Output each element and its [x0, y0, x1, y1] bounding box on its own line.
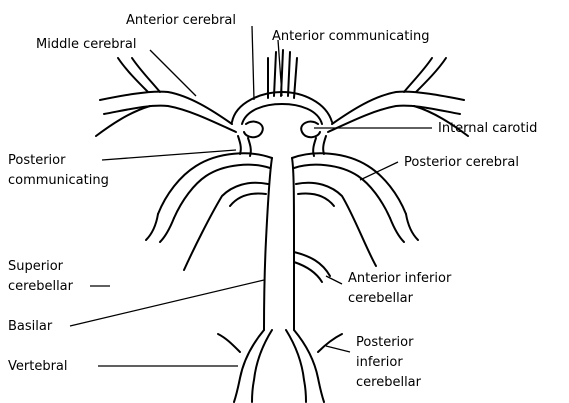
label-anterior-inferior-cerebellar-line1: Anterior inferior: [348, 271, 452, 286]
leader-posterior-communicating: [102, 150, 236, 160]
leader-basilar: [70, 280, 264, 326]
label-posterior-communicating-line1: Posterior: [8, 153, 66, 168]
posterior-inferior-cerebellar-arteries: [218, 334, 342, 352]
basilar-artery: [264, 158, 294, 330]
leader-anterior-inferior-cerebellar: [326, 276, 342, 284]
anterior-inferior-cerebellar-arteries: [294, 252, 330, 282]
leader-anterior-cerebral: [252, 26, 254, 100]
label-vertebral: Vertebral: [8, 359, 68, 374]
posterior-cerebral-arteries: [146, 153, 418, 242]
label-anterior-cerebral: Anterior cerebral: [126, 13, 236, 28]
label-anterior-communicating: Anterior communicating: [272, 29, 429, 44]
label-posterior-inferior-cerebellar-line3: cerebellar: [356, 375, 422, 390]
label-superior-cerebellar-line2: cerebellar: [8, 279, 74, 294]
label-superior-cerebellar-line1: Superior: [8, 259, 64, 274]
label-posterior-cerebral: Posterior cerebral: [404, 155, 519, 170]
label-anterior-inferior-cerebellar-line2: cerebellar: [348, 291, 414, 306]
label-posterior-communicating-line2: communicating: [8, 173, 109, 188]
label-internal-carotid: Internal carotid: [438, 121, 537, 136]
label-basilar: Basilar: [8, 319, 53, 334]
anterior-cerebral-branches: [268, 50, 297, 98]
label-posterior-inferior-cerebellar-line2: inferior: [356, 355, 403, 370]
superior-cerebellar-arteries: [184, 183, 376, 270]
anterior-arch: [232, 92, 332, 124]
internal-carotid-stumps: [244, 122, 320, 138]
labels: Anterior cerebral Anterior communicating…: [8, 13, 537, 390]
vertebral-arteries: [234, 330, 324, 402]
label-posterior-inferior-cerebellar-line1: Posterior: [356, 335, 414, 350]
left-middle-cerebral-artery: [96, 58, 236, 136]
leader-posterior-inferior-cerebellar: [326, 346, 350, 352]
label-middle-cerebral: Middle cerebral: [36, 37, 136, 52]
